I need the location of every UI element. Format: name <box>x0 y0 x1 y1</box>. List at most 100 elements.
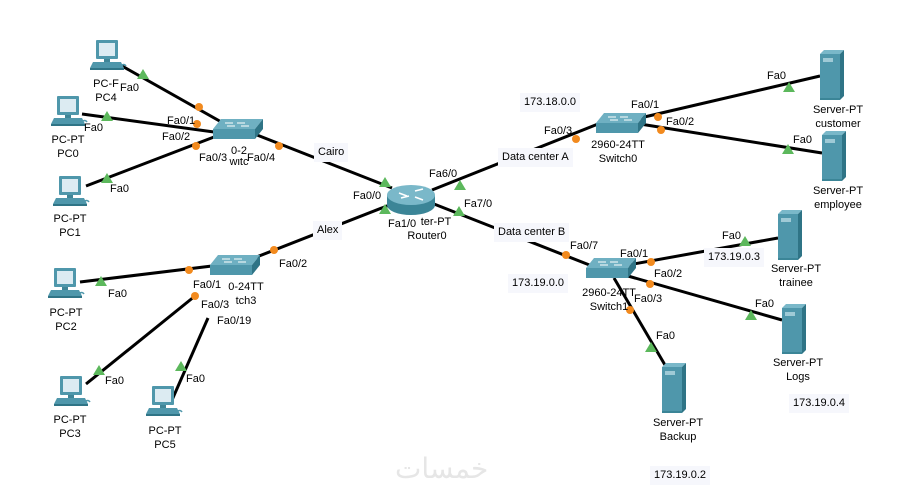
port-label-sw2-fa04: Fa0/4 <box>247 152 276 164</box>
port-label-pc4-fa0: Fa0 <box>120 82 139 94</box>
device-label-backup: Server-PT Backup <box>653 416 703 444</box>
port-label-pc2-fa0: Fa0 <box>108 288 127 300</box>
device-label-employee: Server-PT employee <box>813 184 863 212</box>
link-pending-dot-icon <box>626 306 634 314</box>
device-label-router0: ter-PT Router0 <box>403 215 452 243</box>
link-up-triangle-icon <box>454 180 466 190</box>
note-network-a[interactable]: 173.18.0.0 <box>520 93 580 112</box>
link-up-triangle-icon <box>95 276 107 286</box>
port-label-pc5-fa0: Fa0 <box>186 373 205 385</box>
link-pending-dot-icon <box>192 142 200 150</box>
router-icon-router0[interactable] <box>386 184 436 216</box>
link-up-triangle-icon <box>137 69 149 79</box>
switch-icon-switch2[interactable] <box>212 118 264 140</box>
link-pending-dot-icon <box>185 266 193 274</box>
server-icon-employee[interactable] <box>822 131 846 181</box>
note-cairo[interactable]: Cairo <box>314 143 349 162</box>
link-up-triangle-icon <box>783 82 795 92</box>
device-type-label: Server-PT <box>812 104 864 116</box>
link-switch0-customer[interactable] <box>639 74 821 120</box>
port-label-pc0-fa0: Fa0 <box>84 122 103 134</box>
port-label-sw1-fa01: Fa0/1 <box>620 248 649 260</box>
device-label-pc5: PC-PT PC5 <box>149 424 182 452</box>
device-type-label: 0-24TT <box>228 281 264 293</box>
device-type-label: PC-PT <box>49 307 83 319</box>
device-type-label: ter-PT <box>420 216 452 228</box>
device-type-label: Server-PT <box>812 185 864 197</box>
device-name-label: PC3 <box>59 428 81 440</box>
pc-icon-pc3[interactable] <box>53 375 91 407</box>
device-name-label: trainee <box>779 277 813 289</box>
device-type-label: 0-2 <box>231 145 247 157</box>
device-label-pc2: PC-PT PC2 <box>50 306 83 334</box>
link-switch0-employee[interactable] <box>639 122 823 155</box>
device-label-customer: Server-PT customer <box>813 103 863 131</box>
note-data-center-a[interactable]: Data center A <box>498 148 573 167</box>
device-name-label: PC1 <box>59 227 81 239</box>
port-label-sw3-fa01: Fa0/1 <box>193 279 222 291</box>
port-label-sw0-fa01: Fa0/1 <box>631 99 660 111</box>
device-type-label: Server-PT <box>770 263 822 275</box>
port-label-r0-fa70: Fa7/0 <box>464 198 493 210</box>
device-name-label: tch3 <box>235 295 257 307</box>
device-name-label: PC4 <box>95 92 117 104</box>
device-label-trainee: Server-PT trainee <box>771 262 821 290</box>
device-name-label: PC5 <box>154 439 176 451</box>
server-icon-trainee[interactable] <box>778 210 802 260</box>
port-label-logs-fa0: Fa0 <box>755 298 774 310</box>
device-label-logs: Server-PT Logs <box>773 356 823 384</box>
port-label-r0-fa10: Fa1/0 <box>388 218 417 230</box>
server-icon-backup[interactable] <box>662 363 686 413</box>
link-switch1-backup[interactable] <box>612 277 667 366</box>
note-ip-backup[interactable]: 173.19.0.2 <box>650 466 710 485</box>
device-type-label: PC-PT <box>148 425 182 437</box>
device-label-switch3: 0-24TT tch3 <box>228 280 263 308</box>
device-name-label: witc <box>229 158 249 166</box>
device-name-label: customer <box>815 118 861 130</box>
pc-icon-pc4[interactable] <box>89 39 127 71</box>
note-network-b[interactable]: 173.19.0.0 <box>508 274 568 293</box>
server-icon-logs[interactable] <box>782 304 806 354</box>
server-icon-customer[interactable] <box>820 50 844 100</box>
link-pc5-switch3[interactable] <box>170 317 210 401</box>
device-label-pc3: PC-PT PC3 <box>54 413 87 441</box>
port-label-sw2-fa01: Fa0/1 <box>167 115 196 127</box>
link-markers-layer <box>93 69 795 375</box>
port-label-sw3-fa03: Fa0/3 <box>201 299 230 311</box>
device-type-label: Server-PT <box>652 417 704 429</box>
switch-icon-switch0[interactable] <box>595 112 647 134</box>
device-type-label: PC-PT <box>51 134 85 146</box>
pc-icon-pc0[interactable] <box>50 95 88 127</box>
link-pending-dot-icon <box>562 251 570 259</box>
link-pending-dot-icon <box>193 120 201 128</box>
device-label-pc1: PC-PT PC1 <box>54 212 87 240</box>
link-pc3-switch3[interactable] <box>85 294 196 386</box>
device-name-label: Router0 <box>407 230 447 242</box>
pc-icon-pc1[interactable] <box>52 175 90 207</box>
device-label-switch1: 2960-24TT Switch1 <box>582 286 636 314</box>
switch-icon-switch3[interactable] <box>209 254 261 276</box>
device-label-pc0: PC-PT PC0 <box>52 133 85 161</box>
link-up-triangle-icon <box>782 144 794 154</box>
link-pending-dot-icon <box>646 280 654 288</box>
link-up-triangle-icon <box>93 365 105 375</box>
device-type-label: PC-PT <box>53 414 87 426</box>
note-ip-trainee[interactable]: 173.19.0.3 <box>704 248 764 267</box>
link-pending-dot-icon <box>572 135 580 143</box>
link-up-triangle-icon <box>739 236 751 246</box>
link-up-triangle-icon <box>101 111 113 121</box>
switch-icon-switch1[interactable] <box>585 257 637 279</box>
note-ip-logs[interactable]: 173.19.0.4 <box>789 394 849 413</box>
link-pending-dot-icon <box>270 246 278 254</box>
port-label-backup-fa0: Fa0 <box>656 330 675 342</box>
note-alex[interactable]: Alex <box>313 221 343 240</box>
link-up-triangle-icon <box>645 342 657 352</box>
note-data-center-b[interactable]: Data center B <box>494 223 570 242</box>
link-up-triangle-icon <box>101 173 113 183</box>
pc-icon-pc2[interactable] <box>47 267 85 299</box>
link-pending-dot-icon <box>654 113 662 121</box>
device-name-label: Backup <box>659 431 697 443</box>
port-label-customer-fa0: Fa0 <box>767 70 786 82</box>
port-label-sw2-fa02: Fa0/2 <box>162 131 191 143</box>
